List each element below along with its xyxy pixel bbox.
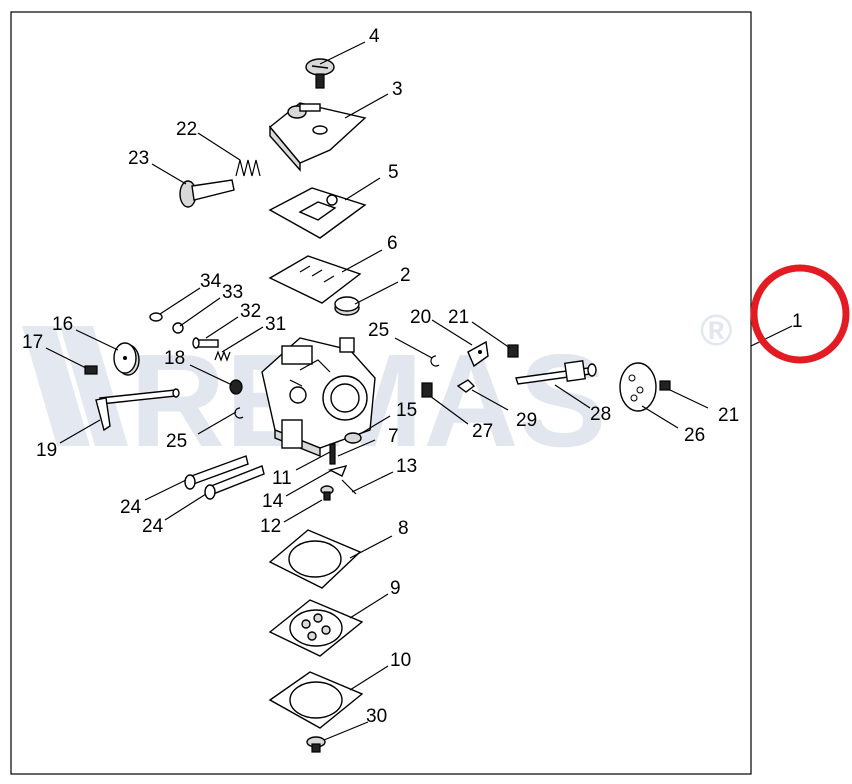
callout-label: 26 <box>684 425 705 446</box>
callout-label: 10 <box>390 650 411 671</box>
callout-label: 31 <box>265 314 286 335</box>
callout-label: 7 <box>388 426 399 447</box>
part-lever-14 <box>327 464 348 477</box>
callout-label: 28 <box>590 404 611 425</box>
part-clip-25a <box>234 407 244 419</box>
callout-label: 14 <box>262 491 284 512</box>
callout-label: 18 <box>164 348 185 369</box>
part-diaphragm-9 <box>268 599 364 657</box>
part-screw-30 <box>306 736 326 753</box>
part-carburetor-body <box>261 337 376 458</box>
part-clip-25b <box>430 355 440 367</box>
callout-label: 15 <box>396 400 417 421</box>
watermark: REMAS ® <box>22 306 732 474</box>
part-cap-2 <box>334 296 360 316</box>
highlight-circle <box>750 264 850 364</box>
part-29 <box>456 379 476 393</box>
callout-label-highlighted: 1 <box>792 311 803 332</box>
callout-label: 21 <box>448 307 469 328</box>
callout-label: 21 <box>718 405 739 426</box>
part-screw-17 <box>84 365 98 375</box>
part-disc-16 <box>113 342 140 376</box>
part-screw-21b <box>659 380 671 391</box>
part-needle-24b <box>204 465 265 500</box>
part-screw-12 <box>320 485 334 501</box>
part-pin-32 <box>192 337 219 349</box>
callout-label: 25 <box>166 431 187 452</box>
callout-label: 25 <box>368 320 389 341</box>
callout-label: 33 <box>222 282 243 303</box>
part-ring-34 <box>149 312 163 322</box>
callout-label: 12 <box>260 516 281 537</box>
callout-label: 30 <box>366 706 387 727</box>
part-spring-7 <box>421 382 433 398</box>
part-spring-22 <box>235 159 261 177</box>
part-plate-10 <box>268 671 364 729</box>
callout-label: 8 <box>398 518 409 539</box>
callout-label: 2 <box>400 265 411 286</box>
part-shaft-28 <box>515 360 597 385</box>
callout-label: 5 <box>388 162 399 183</box>
part-disc-26 <box>619 362 657 412</box>
part-spring-31 <box>214 350 231 362</box>
callout-label: 29 <box>516 410 537 431</box>
callout-label: 9 <box>390 578 401 599</box>
callout-label: 24 <box>142 516 164 537</box>
part-shaft-19 <box>95 388 180 432</box>
callout-label: 16 <box>52 314 73 335</box>
callout-label: 32 <box>240 301 261 322</box>
part-lever-20 <box>467 340 489 368</box>
part-gasket-8 <box>268 529 362 589</box>
leader-lines <box>45 41 793 741</box>
part-screw-4 <box>305 58 335 89</box>
watermark-registered-mark: ® <box>700 306 732 355</box>
callout-label: 13 <box>396 456 417 477</box>
part-diaphragm-6 <box>268 255 362 304</box>
part-screw-21a <box>507 344 519 358</box>
callout-label: 22 <box>176 119 197 140</box>
part-cover-3 <box>269 102 367 172</box>
callout-label: 6 <box>387 233 398 254</box>
callout-label: 19 <box>36 440 57 461</box>
callout-label: 11 <box>272 468 292 489</box>
part-gasket-5 <box>268 187 367 239</box>
callout-label: 20 <box>410 307 431 328</box>
callout-label: 23 <box>128 148 149 169</box>
callout-label: 4 <box>369 26 380 47</box>
callout-label: 17 <box>22 332 43 353</box>
part-needle-24a <box>184 455 249 490</box>
part-pin-11 <box>329 443 336 465</box>
callout-label: 24 <box>120 497 142 518</box>
part-pin-13 <box>341 479 357 495</box>
callout-label: 27 <box>472 421 493 442</box>
part-spring-18 <box>229 379 243 395</box>
callout-label: 34 <box>200 271 222 292</box>
part-cap-15 <box>344 432 362 444</box>
diagram-frame <box>10 11 752 775</box>
callout-label: 3 <box>392 79 403 100</box>
part-screw-23 <box>179 179 235 208</box>
